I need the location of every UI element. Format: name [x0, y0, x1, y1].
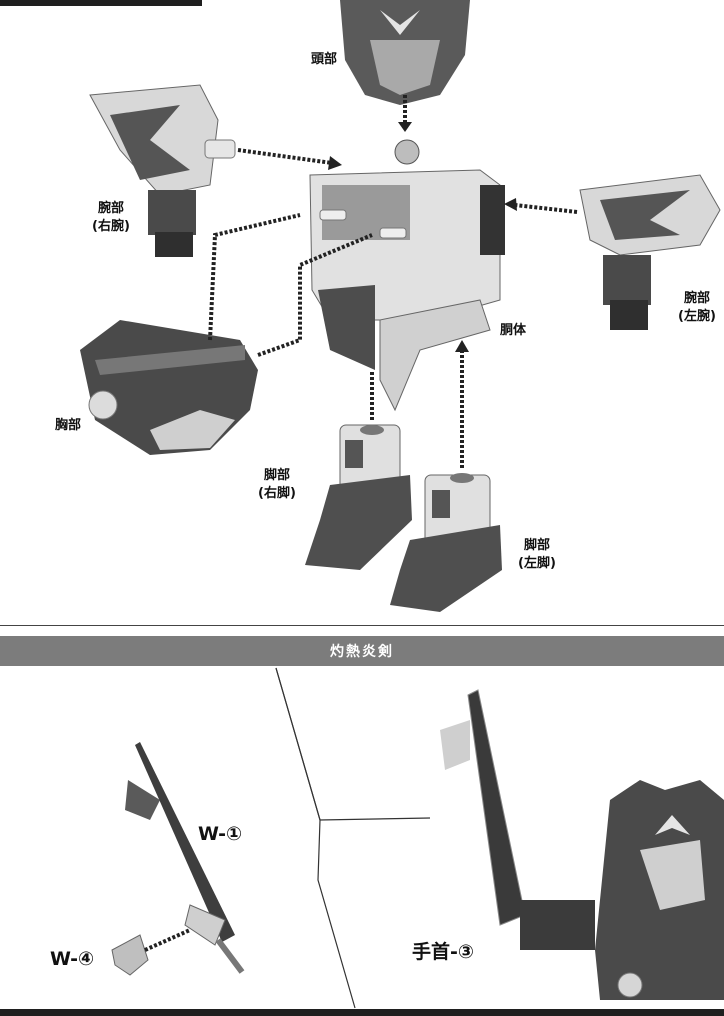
label-right-leg: 脚部 (右脚): [252, 467, 302, 503]
part-label-w4: W-④: [50, 948, 95, 970]
bottom-bar: [0, 1009, 724, 1016]
label-right-arm-side: (右腕): [92, 219, 130, 234]
robot-holding-sword-illustration: [440, 689, 724, 1000]
chest-part-illustration: [80, 320, 258, 455]
head-connector-arrow: [398, 95, 412, 132]
head-part-illustration: [340, 0, 470, 105]
left-leg-connector-arrow: [455, 340, 469, 468]
w4-part-illustration: [111, 934, 149, 976]
label-left-arm-side: (左腕): [678, 309, 716, 324]
part-label-w1: W-①: [198, 823, 243, 845]
left-arm-connector-arrow: [504, 198, 578, 214]
label-right-arm-name: 腕部: [97, 201, 124, 216]
body-part-illustration: [309, 139, 505, 412]
label-left-leg-name: 脚部: [523, 538, 550, 553]
section-divider: [0, 625, 724, 626]
left-leg-part-illustration: [390, 473, 502, 612]
section-title: 灼熱炎剣: [330, 644, 394, 660]
label-left-arm-name: 腕部: [683, 291, 710, 306]
label-right-leg-side: (右脚): [258, 486, 296, 501]
label-left-arm: 腕部 (左腕): [672, 290, 722, 326]
w4-connector-arrow: [144, 928, 191, 952]
label-right-leg-name: 脚部: [263, 468, 290, 483]
top-bar: [0, 0, 202, 6]
right-leg-part-illustration: [305, 424, 412, 570]
part-label-wrist3: 手首-③: [412, 941, 474, 963]
sword-part-illustration: [125, 742, 245, 974]
label-chest: 胸部: [55, 418, 82, 433]
label-head: 頭部: [311, 52, 338, 67]
label-left-leg: 脚部 (左脚): [512, 537, 562, 573]
left-arm-part-illustration: [579, 174, 721, 330]
label-body: 胴体: [500, 323, 527, 338]
section-banner: 灼熱炎剣: [0, 636, 724, 666]
panel-separator-line: [275, 667, 356, 1009]
label-left-leg-side: (左脚): [518, 556, 556, 571]
chest-connector-arrows: [208, 213, 373, 357]
label-right-arm: 腕部 (右腕): [86, 200, 136, 236]
right-arm-connector-arrow: [237, 148, 342, 170]
right-arm-part-illustration: [89, 84, 236, 257]
